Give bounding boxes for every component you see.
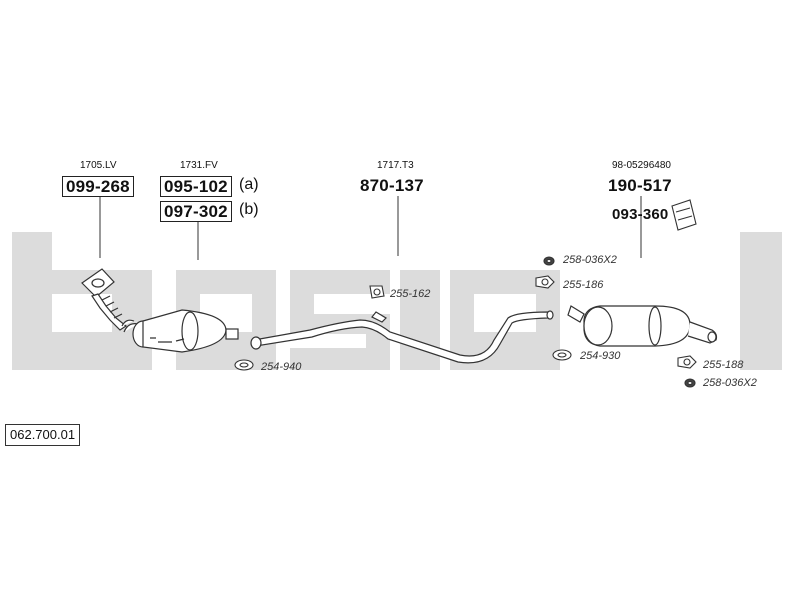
catalyst-part-number-b[interactable]: 097-302	[160, 201, 232, 222]
clamp-glyph-254-940	[234, 359, 254, 371]
accessory-255-188[interactable]: 255-188	[703, 359, 744, 371]
leader-lines	[99, 196, 642, 260]
front-pipe-part-number[interactable]: 099-268	[62, 176, 134, 197]
bosal-watermark	[12, 232, 782, 370]
mounting-kit-part-number[interactable]: 093-360	[612, 206, 669, 223]
accessory-258-036x2-bottom[interactable]: 258-036X2	[703, 377, 757, 389]
clamp-glyph-255-162	[369, 285, 385, 299]
centre-pipe-ref: 1717.T3	[377, 160, 414, 171]
rear-silencer-drawing	[567, 305, 718, 347]
accessory-254-940[interactable]: 254-940	[261, 361, 302, 373]
front-pipe-ref: 1705.LV	[80, 160, 117, 171]
centre-pipe-part-number[interactable]: 870-137	[360, 176, 424, 195]
document-id: 062.700.01	[5, 424, 81, 446]
catalyst-variant-b-label: (b)	[239, 201, 259, 218]
clamp-glyph-254-930	[552, 349, 572, 361]
catalyst-drawing	[121, 309, 239, 353]
accessory-255-186[interactable]: 255-186	[563, 279, 604, 291]
rear-silencer-part-number[interactable]: 190-517	[608, 176, 672, 195]
rubber-ring-glyph-1	[543, 256, 555, 266]
catalyst-variant-a-label: (a)	[239, 176, 259, 193]
accessory-254-930[interactable]: 254-930	[580, 350, 621, 362]
accessory-255-162[interactable]: 255-162	[390, 288, 431, 300]
clamp-glyph-255-186	[535, 275, 555, 289]
mounting-kit-glyph	[671, 199, 697, 231]
catalyst-part-number-a[interactable]: 095-102	[160, 176, 232, 197]
rear-silencer-ref: 98-05296480	[612, 160, 671, 171]
accessory-258-036x2-top[interactable]: 258-036X2	[563, 254, 617, 266]
accessory-glyphs	[234, 199, 697, 388]
centre-pipe-drawing	[250, 310, 554, 364]
front-pipe-drawing	[81, 268, 128, 331]
clamp-glyph-255-188	[677, 355, 697, 369]
rubber-ring-glyph-2	[684, 378, 696, 388]
catalyst-ref: 1731.FV	[180, 160, 218, 171]
